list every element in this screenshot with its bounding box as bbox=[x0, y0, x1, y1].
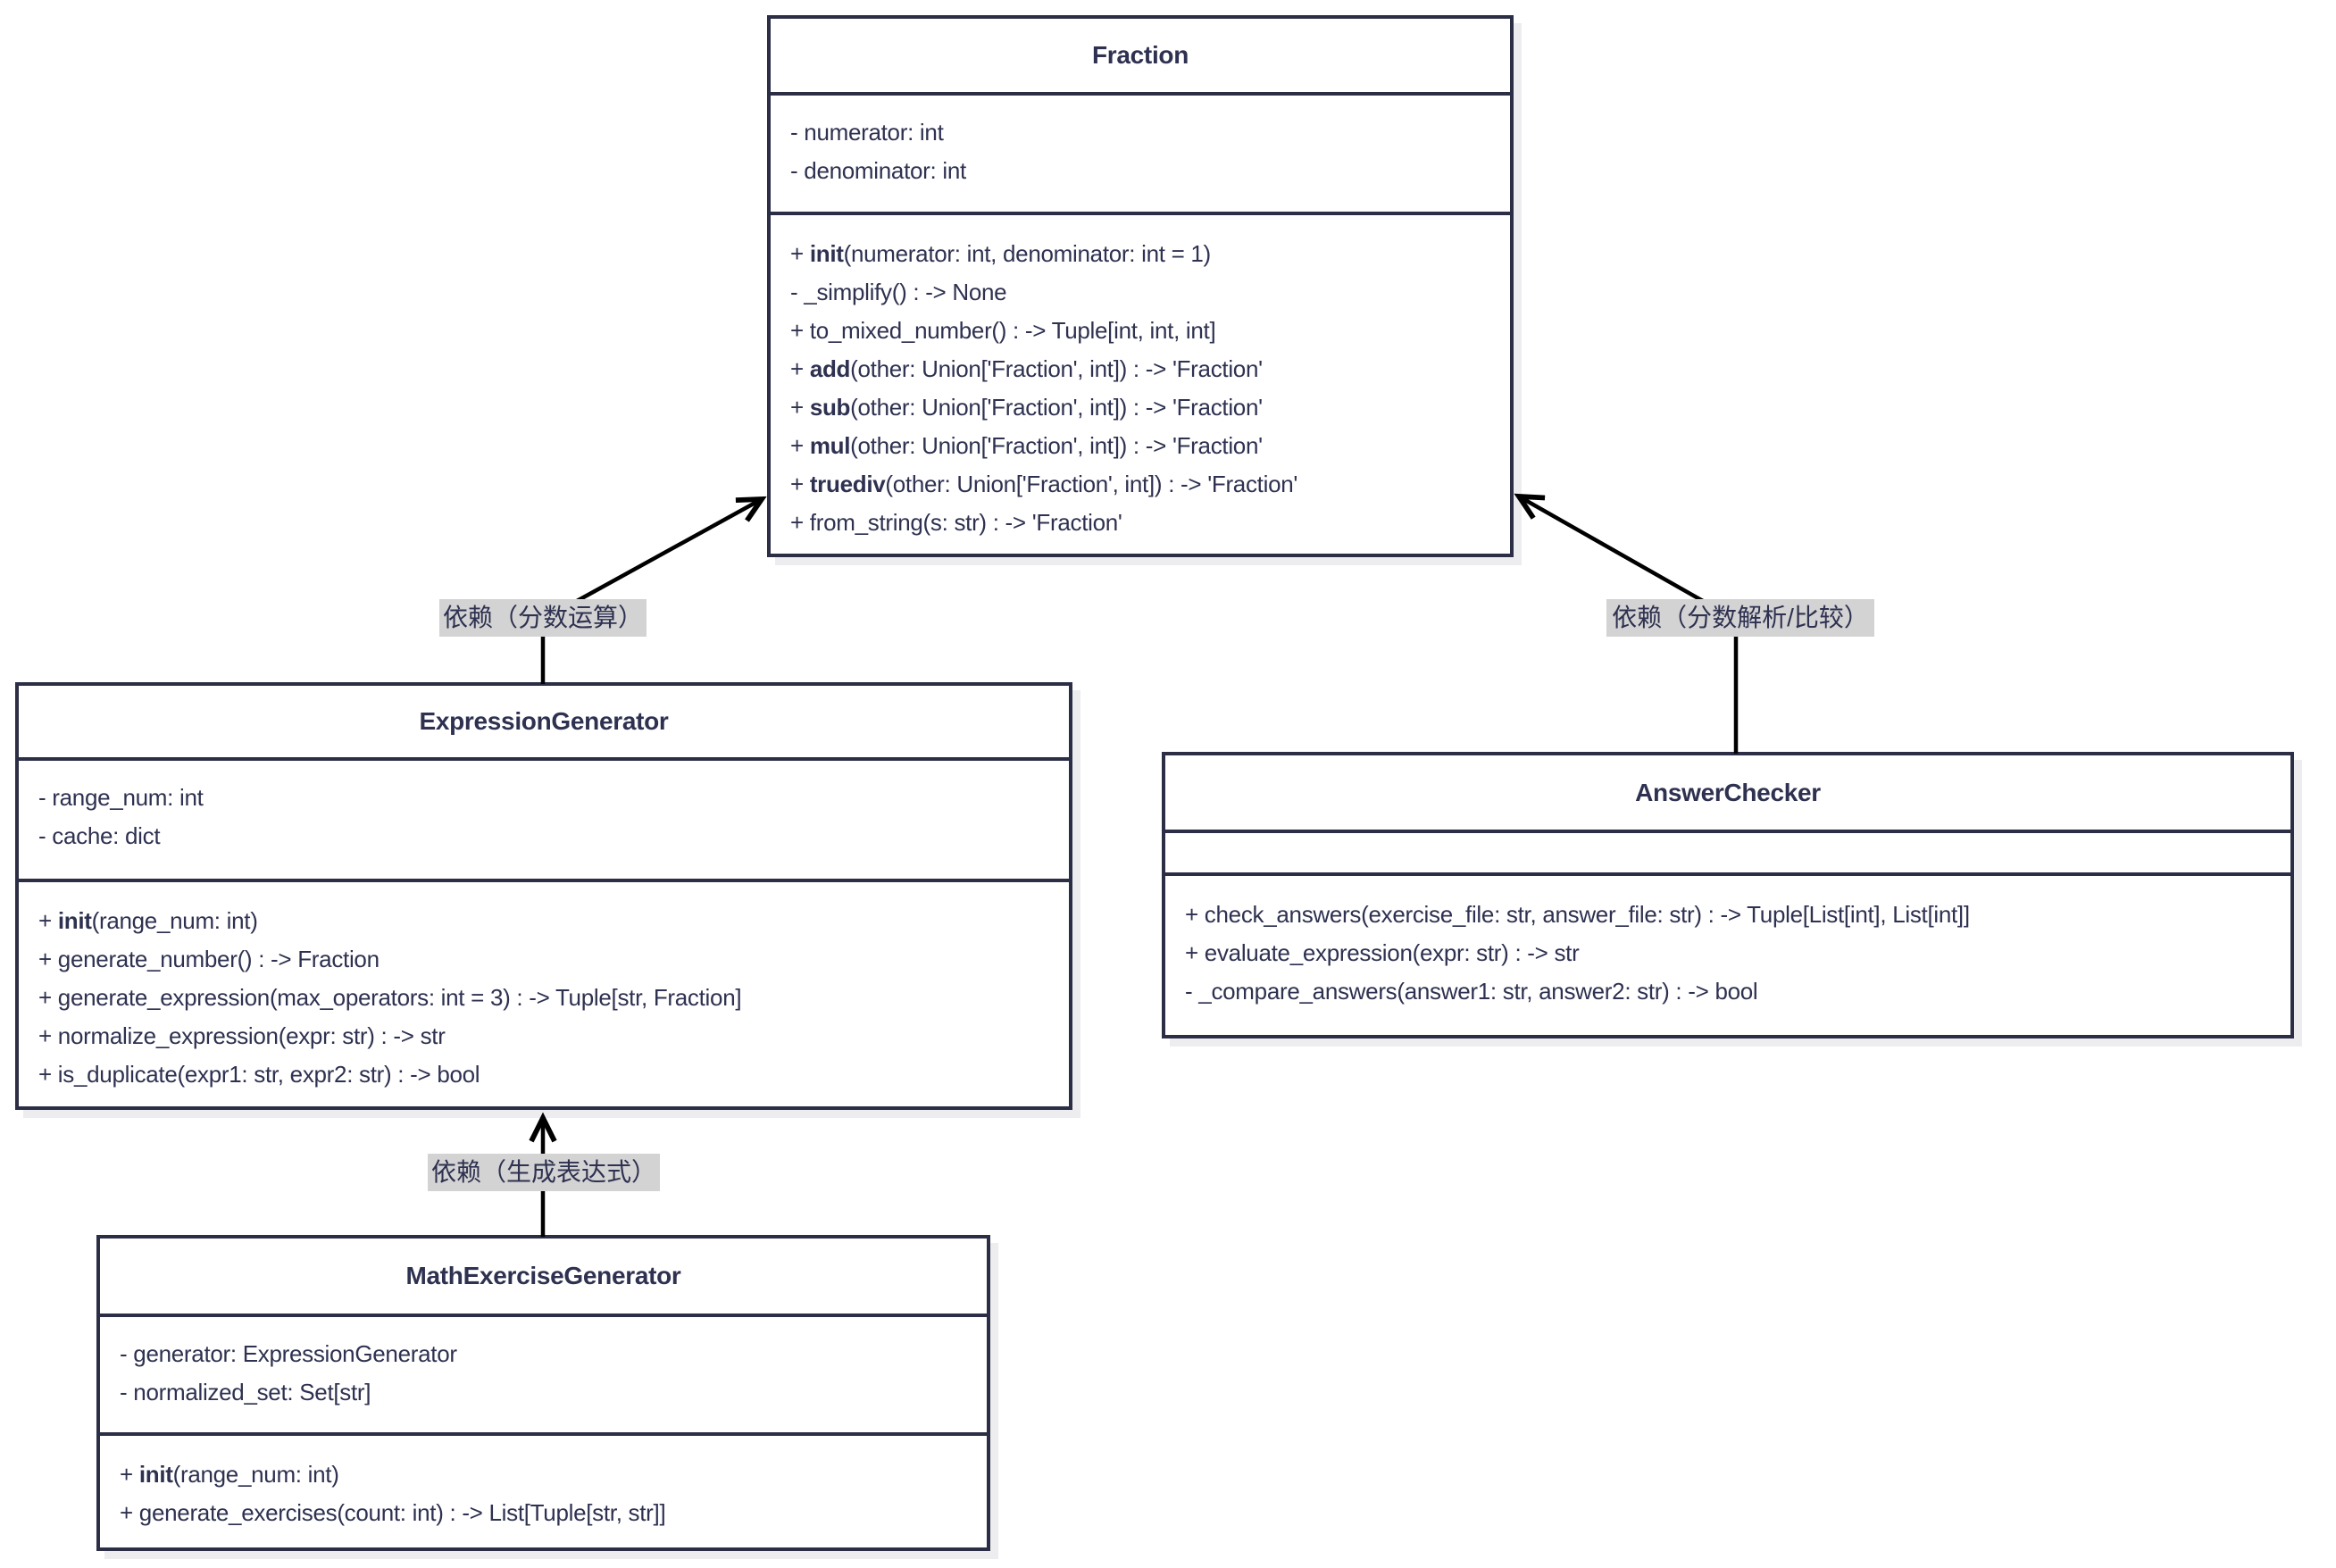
method-row: + generate_exercises(count: int) : -> Li… bbox=[120, 1499, 666, 1526]
attribute-row: - denominator: int bbox=[790, 157, 966, 184]
edge-label-generate-expression: 依赖（生成表达式） bbox=[428, 1154, 660, 1191]
class-name: MathExerciseGenerator bbox=[100, 1239, 987, 1317]
method-row: + to_mixed_number() : -> Tuple[int, int,… bbox=[790, 317, 1216, 344]
attributes-section: - range_num: int - cache: dict bbox=[19, 761, 1069, 882]
method-row: + mul(other: Union['Fraction', int]) : -… bbox=[790, 432, 1263, 459]
method-row: + check_answers(exercise_file: str, answ… bbox=[1185, 901, 1970, 928]
class-name: Fraction bbox=[771, 19, 1510, 96]
method-row: + is_duplicate(expr1: str, expr2: str) :… bbox=[38, 1061, 480, 1088]
method-row: + init(range_num: int) bbox=[38, 907, 258, 934]
method-row: + add(other: Union['Fraction', int]) : -… bbox=[790, 355, 1263, 382]
attribute-row: - normalized_set: Set[str] bbox=[120, 1379, 371, 1405]
methods-section: + check_answers(exercise_file: str, answ… bbox=[1165, 876, 2290, 1035]
edge-label-fraction-operations: 依赖（分数运算） bbox=[439, 599, 647, 637]
class-name: AnswerChecker bbox=[1165, 755, 2290, 833]
method-row: - _compare_answers(answer1: str, answer2… bbox=[1185, 978, 1758, 1005]
methods-section: + init(range_num: int) + generate_exercis… bbox=[100, 1436, 987, 1547]
edge-label-fraction-parse-compare: 依赖（分数解析/比较） bbox=[1606, 599, 1874, 637]
methods-section: + init(range_num: int) + generate_number(… bbox=[19, 882, 1069, 1106]
class-box-fraction: Fraction - numerator: int - denominator: … bbox=[767, 15, 1514, 557]
class-name: ExpressionGenerator bbox=[19, 686, 1069, 761]
method-row: + from_string(s: str) : -> 'Fraction' bbox=[790, 509, 1122, 536]
class-box-answerchecker: AnswerChecker + check_answers(exercise_f… bbox=[1162, 752, 2294, 1038]
method-row: + sub(other: Union['Fraction', int]) : -… bbox=[790, 394, 1263, 421]
attribute-row: - numerator: int bbox=[790, 119, 944, 146]
class-box-mathexercisegenerator: MathExerciseGenerator - generator: Expre… bbox=[96, 1235, 990, 1551]
method-row: + init(range_num: int) bbox=[120, 1461, 339, 1488]
method-row: + evaluate_expression(expr: str) : -> st… bbox=[1185, 939, 1580, 966]
attribute-row: - range_num: int bbox=[38, 784, 204, 811]
attributes-section: - numerator: int - denominator: int bbox=[771, 96, 1510, 215]
attributes-section: - generator: ExpressionGenerator - normal… bbox=[100, 1317, 987, 1436]
method-row: + truediv(other: Union['Fraction', int])… bbox=[790, 471, 1298, 497]
method-row: + generate_number() : -> Fraction bbox=[38, 946, 380, 972]
method-row: - _simplify() : -> None bbox=[790, 279, 1007, 305]
attributes-section-empty bbox=[1165, 833, 2290, 876]
method-row: + generate_expression(max_operators: int… bbox=[38, 984, 742, 1011]
class-box-expressiongenerator: ExpressionGenerator - range_num: int - ca… bbox=[15, 682, 1072, 1110]
attribute-row: - cache: dict bbox=[38, 822, 161, 849]
dependency-arrow-expressiongenerator-to-fraction bbox=[540, 496, 767, 684]
method-row: + init(numerator: int, denominator: int … bbox=[790, 240, 1211, 267]
methods-section: + init(numerator: int, denominator: int … bbox=[771, 215, 1510, 554]
method-row: + normalize_expression(expr: str) : -> s… bbox=[38, 1022, 446, 1049]
attribute-row: - generator: ExpressionGenerator bbox=[120, 1340, 457, 1367]
